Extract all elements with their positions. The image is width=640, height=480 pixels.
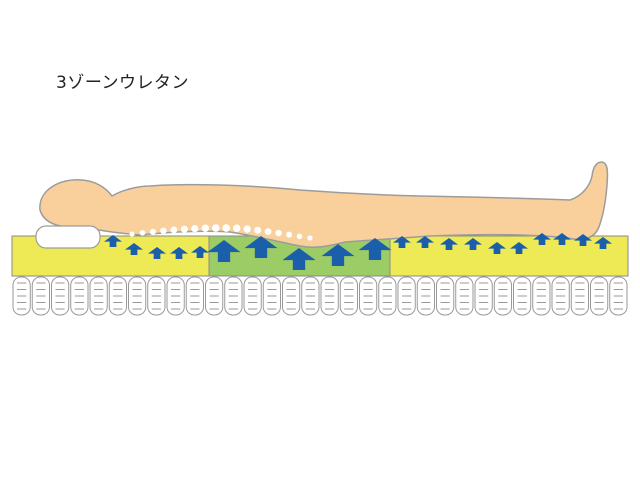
pocket-coil-icon [243,276,262,316]
arrow-up-icon [170,247,188,259]
spine-dot [264,228,272,236]
spine-dot [275,229,282,237]
arrow-up-icon [282,248,316,270]
pocket-coil-icon [70,276,89,316]
pocket-coil-icon [513,276,532,316]
spine-dot [232,224,241,232]
pocket-coil-icon [205,276,224,316]
arrow-up-icon [553,233,571,245]
pocket-coil-icon [89,276,108,316]
pocket-coil-icon [493,276,512,316]
pocket-coil-icon [147,276,166,316]
pocket-coil-icon [416,276,435,316]
pocket-coil-icon [609,276,628,316]
pocket-coil-icon [51,276,70,316]
arrow-up-icon [358,238,392,260]
spine-dot [296,233,303,240]
spine-dot [307,235,313,241]
arrow-up-icon [191,246,209,258]
pocket-coil-icon [570,276,589,316]
spine-dot [254,226,262,234]
arrow-up-icon [321,244,355,266]
diagram-title: 3ゾーンウレタン [56,73,189,93]
arrow-up-icon [148,247,166,259]
arrow-up-icon [207,240,241,262]
arrow-up-icon [244,236,278,258]
arrow-up-icon [440,238,458,250]
pocket-coil-icon [31,276,50,316]
pillow-icon [35,225,101,249]
pocket-coil-icon [108,276,127,316]
arrow-up-icon [510,242,528,254]
spine-dot [211,224,220,232]
pocket-coil-icon [320,276,339,316]
spine-dot [139,230,146,236]
arrow-up-icon [464,238,482,250]
spine-dots [129,224,313,241]
spine-dot [149,228,156,235]
zone-legs [389,235,629,277]
arrow-up-icon [574,234,592,246]
pocket-coil-icon [551,276,570,316]
pocket-coil-icon [224,276,243,316]
spine-dot [243,225,251,233]
pocket-coil-icon [590,276,609,316]
arrow-up-icon [393,236,411,248]
spine-dot [191,224,199,233]
spine-dot [129,231,135,237]
pocket-coil-icon [185,276,204,316]
arrow-up-icon [594,237,612,249]
pocket-coil-icon [262,276,281,316]
pocket-coil-icon [397,276,416,316]
spine-dot [286,231,293,238]
pocket-coil-icon [455,276,474,316]
pocket-coil-icon [339,276,358,316]
spine-dot [170,226,178,234]
pocket-coil-icon [282,276,301,316]
pocket-coil-icon [166,276,185,316]
pocket-coil-row [12,276,628,316]
pocket-coil-icon [359,276,378,316]
pocket-coil-icon [532,276,551,316]
spine-dot [160,227,167,235]
arrow-up-icon [416,236,434,248]
pocket-coil-icon [128,276,147,316]
spine-dot [201,224,210,232]
pocket-coil-icon [301,276,320,316]
body-silhouette [39,161,609,248]
arrow-up-icon [104,235,122,247]
arrow-up-icon [125,243,143,255]
pocket-coil-icon [436,276,455,316]
spine-dot [222,224,231,232]
pocket-coil-icon [474,276,493,316]
spine-dot [180,225,188,233]
pocket-coil-icon [378,276,397,316]
arrow-up-icon [488,242,506,254]
pocket-coil-icon [12,276,31,316]
support-arrows [104,233,612,270]
arrow-up-icon [533,233,551,245]
